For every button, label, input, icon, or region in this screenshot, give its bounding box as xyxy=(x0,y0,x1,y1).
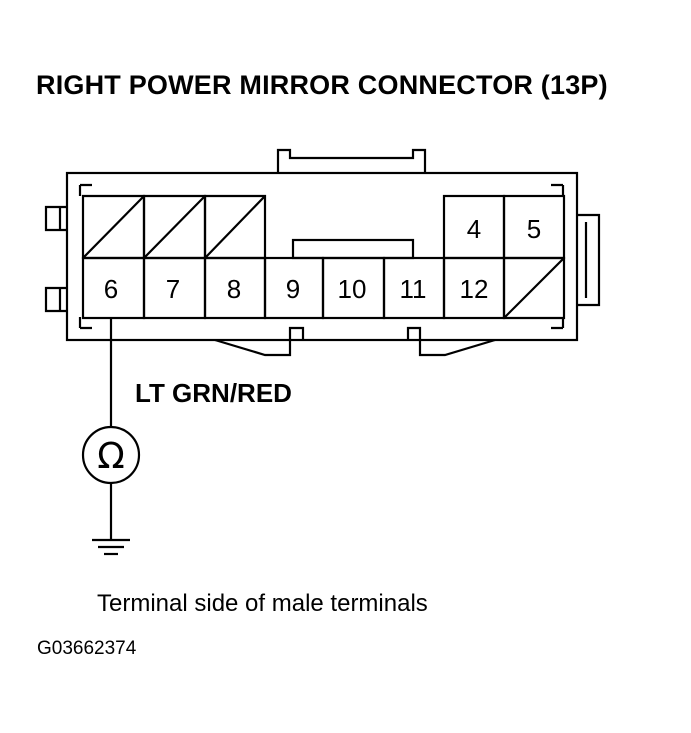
locking-tab-top xyxy=(276,148,427,173)
connector-housing xyxy=(65,171,579,342)
side-tab-right xyxy=(577,213,601,307)
wire-color-label: LT GRN/RED xyxy=(135,378,292,408)
caption: Terminal side of male terminals xyxy=(97,590,428,617)
pin-7-label: 7 xyxy=(166,274,180,304)
pin-6-label: 6 xyxy=(104,274,118,304)
housing-inner-frame xyxy=(78,183,565,330)
ohm-symbol: Ω xyxy=(97,436,125,477)
pin-10-label: 10 xyxy=(338,274,367,304)
pin-5-label: 5 xyxy=(527,214,541,244)
cavity-empty-3 xyxy=(203,194,267,260)
side-tab-left-top xyxy=(44,205,67,232)
center-key xyxy=(291,238,415,260)
diagram-title: RIGHT POWER MIRROR CONNECTOR (13P) xyxy=(36,70,608,100)
pin-8-label: 8 xyxy=(227,274,241,304)
cavity-empty-1 xyxy=(81,194,146,260)
pin-9-label: 9 xyxy=(286,274,300,304)
pin-11-label: 11 xyxy=(400,274,427,304)
cavity-empty-4 xyxy=(502,256,566,320)
cavity-empty-2 xyxy=(142,194,207,260)
side-tab-left-bottom xyxy=(44,286,67,313)
pin-12-label: 12 xyxy=(460,274,489,304)
guide-bottom xyxy=(214,326,496,357)
figure-id: G03662374 xyxy=(37,638,137,659)
ground-icon xyxy=(92,538,130,556)
pin-4-label: 4 xyxy=(467,214,481,244)
